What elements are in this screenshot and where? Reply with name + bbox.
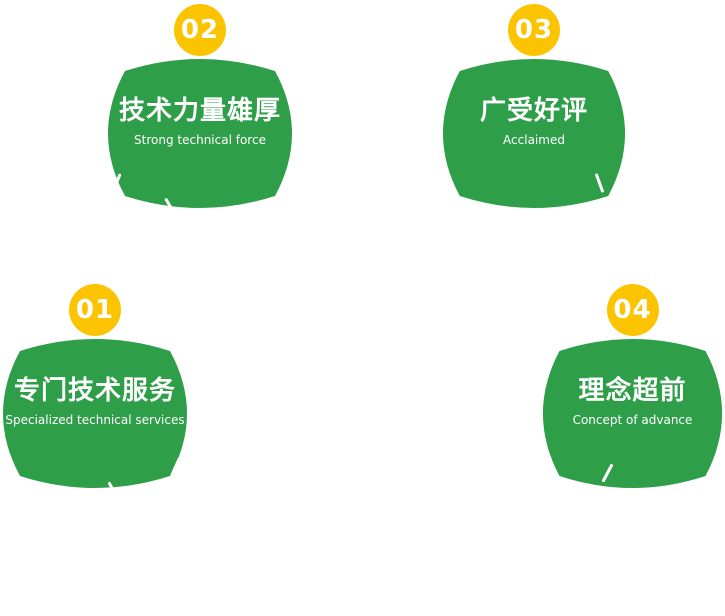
number-badge: 04 — [606, 284, 659, 336]
badge-number: 04 — [613, 295, 652, 325]
card-subtitle: Concept of advance — [572, 413, 693, 427]
card-title: 广受好评 — [479, 96, 588, 126]
feature-card-02: 02 技术力量雄厚 Strong technical force — [105, 4, 295, 217]
card-shape — [442, 59, 626, 208]
badge-number: 01 — [75, 295, 115, 325]
card-title: 理念超前 — [578, 376, 687, 406]
badge-number: 03 — [514, 15, 554, 45]
card-content: 理念超前 Concept of advance — [540, 373, 725, 428]
card-shape — [3, 339, 187, 488]
feature-card-01: 01 专门技术服务 Specialized technical services — [0, 284, 190, 501]
number-badge: 01 — [69, 284, 121, 336]
card-shape — [542, 339, 723, 488]
card-title: 专门技术服务 — [13, 376, 176, 406]
feature-card-04: 04 理念超前 Concept of advance — [540, 284, 725, 503]
number-badge: 03 — [508, 4, 560, 56]
badge-number: 02 — [180, 15, 220, 45]
card-shape — [108, 59, 292, 208]
card-subtitle: Acclaimed — [503, 133, 565, 147]
number-badge: 02 — [174, 4, 226, 56]
card-title: 技术力量雄厚 — [118, 96, 281, 126]
card-subtitle: Specialized technical services — [5, 413, 185, 427]
feature-card-03: 03 广受好评 Acclaimed — [440, 4, 628, 217]
card-content: 专门技术服务 Specialized technical services — [0, 373, 190, 428]
sparkle-line — [565, 295, 578, 315]
card-content: 广受好评 Acclaimed — [440, 93, 628, 148]
card-content: 技术力量雄厚 Strong technical force — [105, 93, 295, 148]
card-subtitle: Strong technical force — [134, 133, 266, 147]
